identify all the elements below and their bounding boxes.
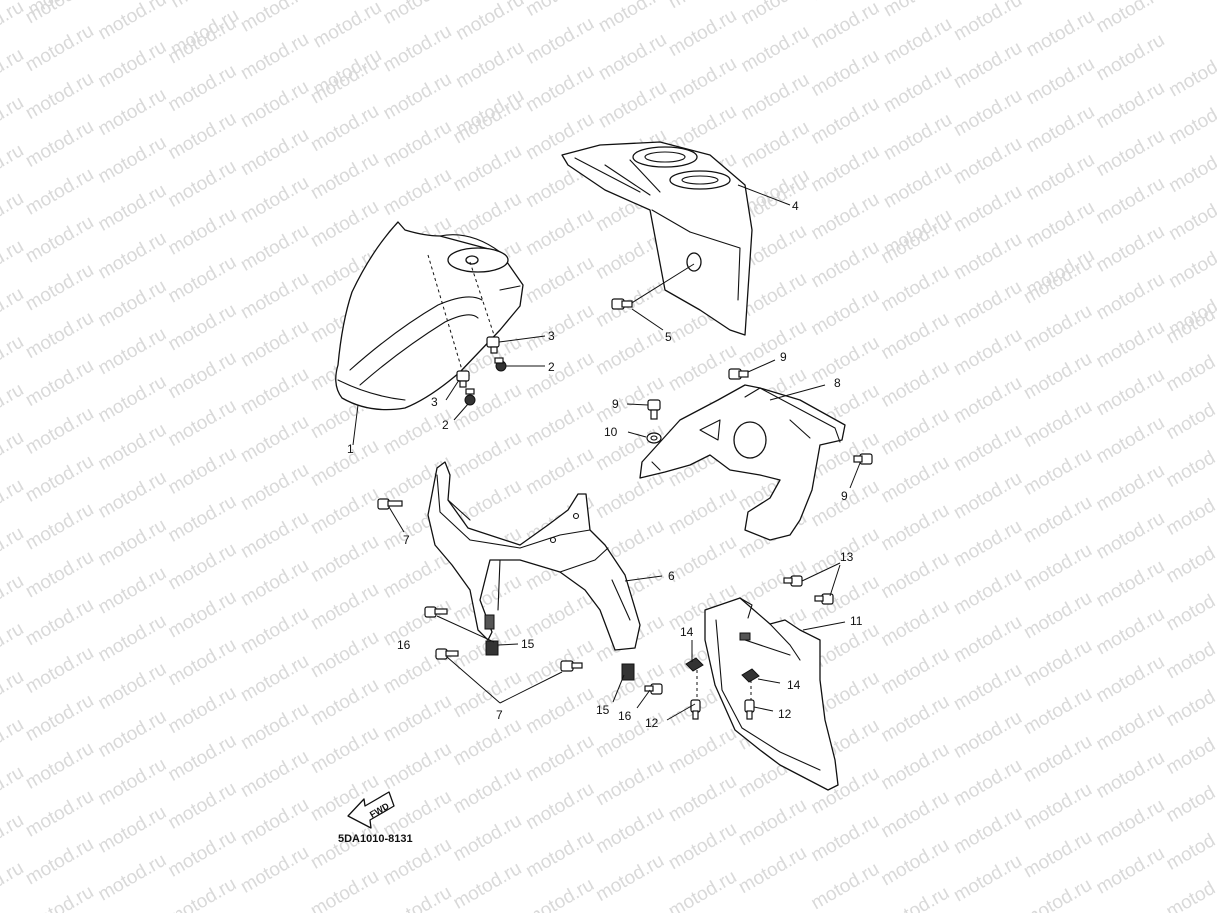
watermark-text: motod.ru [1165,94,1217,150]
bolt-9-left-icon [647,399,661,420]
watermark-text: motod.ru [1163,675,1217,731]
screw-7-top-icon [377,498,403,510]
callout-15-left: 15 [521,637,535,651]
nut-14-right-icon [741,668,760,683]
callout-13: 13 [840,550,854,564]
watermark-text: motod.ru [1163,723,1217,779]
callout-12-left: 12 [645,716,659,730]
watermark-text: motod.ru [0,810,27,866]
watermark-text: motod.ru [95,850,170,906]
callout-12-right: 12 [778,707,792,721]
callout-5: 5 [665,330,672,344]
callout-4: 4 [792,199,799,213]
watermark-text: motod.ru [0,523,27,579]
callout-1: 1 [347,442,354,456]
watermark-text: motod.ru [950,851,1025,907]
watermark-text: motod.ru [0,92,27,148]
part-inner-bracket [639,384,846,541]
watermark-text: motod.ru [1165,141,1217,197]
screw-7-right-icon [560,660,583,672]
callout-7-lower: 7 [496,708,503,722]
watermark-text: motod.ru [0,0,27,52]
callout-9-top: 9 [780,350,787,364]
part-lower-cover [704,597,839,791]
bolt-9-top-icon [728,368,749,380]
callout-14-left: 14 [680,625,694,639]
watermark-text: motod.ru [1165,189,1217,245]
watermark-text: motod.ru [1163,484,1217,540]
watermark-text: motod.ru [1163,436,1217,492]
screw-16-left-icon [424,606,448,618]
callout-labels: 1 2 2 3 3 4 5 6 7 7 8 9 9 9 10 11 12 12 … [347,199,863,730]
callout-16-right: 16 [618,709,632,723]
callout-3-upper: 3 [548,329,555,343]
callout-10: 10 [604,425,618,439]
clip-15-right-icon [621,663,635,681]
watermark-text: motod.ru [0,762,27,818]
watermark-text: motod.ru [0,140,27,196]
watermark-text: motod.ru [0,618,27,674]
watermark-text: motod.ru [0,379,27,435]
watermark-text: motod.ru [0,284,27,340]
watermark-text: motod.ru [1163,532,1217,588]
part-front-fender [335,221,524,411]
watermark-text: motod.ru [1165,46,1217,102]
watermark-text: motod.ru [592,850,667,906]
screw-3-lower-icon [456,370,470,388]
watermark-text: motod.ru [0,714,27,770]
callout-9-left: 9 [612,397,619,411]
watermark-text: motod.ru [1163,580,1217,636]
watermark-text: motod.ru [0,475,27,531]
watermark-text: motod.ru [1163,771,1217,827]
callout-8: 8 [834,376,841,390]
callout-6: 6 [668,569,675,583]
watermark-text: motod.ru [0,44,27,100]
screw-7-left-icon [435,648,459,660]
watermark-text: motod.ru [0,236,27,292]
part-leg-shield [427,461,663,651]
bolt-9-right-icon [853,453,873,465]
washer-10-icon [646,432,662,444]
screw-13-bottom-icon [814,593,834,605]
part-upper-cover [561,141,791,336]
watermark-text: motod.ru [1163,628,1217,684]
callout-2-lower: 2 [442,418,449,432]
watermark-text: motod.ru [0,858,27,913]
watermark-text: motod.ru [0,427,27,483]
callout-11: 11 [850,614,863,628]
screw-12-left-icon [690,699,701,720]
watermark-text: motod.ru [1163,867,1217,913]
watermark-text: motod.ru [735,842,810,898]
watermark-text: motod.ru [0,188,27,244]
callout-16-left: 16 [397,638,411,652]
callout-7-upper: 7 [403,533,410,547]
callout-9-right: 9 [841,489,848,503]
watermark-text: motod.ru [0,331,27,387]
watermark-text: motod.ru [1163,388,1217,444]
nut-14-left-icon [685,657,704,672]
screw-12-right-icon [744,699,755,720]
watermark-text: motod.ru [1165,237,1217,293]
callout-2-upper: 2 [548,360,555,374]
diagram-code: 5DA1010-8131 [338,833,413,845]
callout-14-right: 14 [787,678,801,692]
watermark-text: motod.ru [0,666,27,722]
bolt-5-icon [611,298,633,310]
watermark-text: motod.ru [0,571,27,627]
screw-2-lower-icon [464,388,476,406]
watermark-text: motod.ru [808,859,883,913]
callout-3-lower: 3 [431,395,438,409]
watermark-text: motod.ru [1163,341,1217,397]
watermark-text: motod.ru [450,858,525,913]
clip-15-left-icon [485,640,499,656]
watermark-text: motod.ru [1163,819,1217,875]
screw-13-top-icon [783,575,803,587]
watermark-text: motod.ru [1093,843,1168,899]
callout-15-right: 15 [596,703,610,717]
watermark-text: motod.ru [237,842,312,898]
screw-16-right-icon [644,683,663,695]
